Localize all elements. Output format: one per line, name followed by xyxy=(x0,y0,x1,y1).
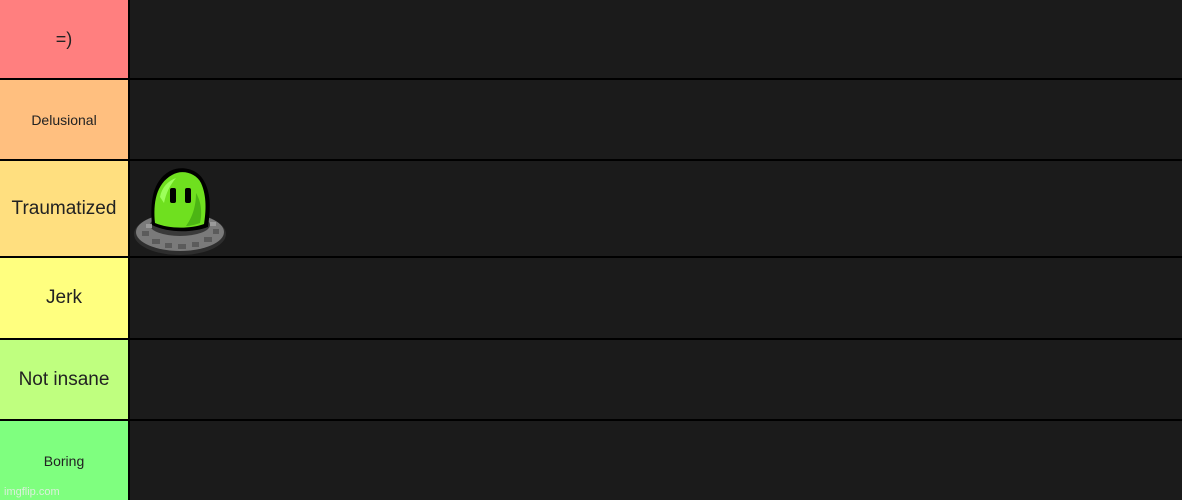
tier-label-5: Boring xyxy=(0,421,130,500)
green-slime-character-icon[interactable] xyxy=(132,163,228,257)
tier-label-text: Delusional xyxy=(31,111,97,128)
tier-items-2[interactable] xyxy=(130,161,1182,256)
tier-items-0[interactable] xyxy=(130,0,1182,78)
tier-label-0: =) xyxy=(0,0,130,78)
tier-row-3: Jerk xyxy=(0,258,1182,340)
tier-items-4[interactable] xyxy=(130,340,1182,419)
tier-label-text: =) xyxy=(55,28,73,49)
tier-items-5[interactable] xyxy=(130,421,1182,500)
tier-row-1: Delusional xyxy=(0,80,1182,161)
tier-items-3[interactable] xyxy=(130,258,1182,338)
tier-row-4: Not insane xyxy=(0,340,1182,421)
tier-items-1[interactable] xyxy=(130,80,1182,159)
tier-label-text: Jerk xyxy=(46,287,82,308)
tier-label-text: Boring xyxy=(43,452,85,469)
tier-row-2: Traumatized xyxy=(0,161,1182,258)
tier-label-2: Traumatized xyxy=(0,161,130,256)
tier-label-text: Not insane xyxy=(18,368,110,390)
tier-row-5: Boring xyxy=(0,421,1182,500)
tier-label-4: Not insane xyxy=(0,340,130,419)
tier-row-0: =) xyxy=(0,0,1182,80)
tier-label-1: Delusional xyxy=(0,80,130,159)
watermark: imgflip.com xyxy=(4,486,60,498)
tier-label-text: Traumatized xyxy=(11,197,117,219)
tier-label-3: Jerk xyxy=(0,258,130,338)
